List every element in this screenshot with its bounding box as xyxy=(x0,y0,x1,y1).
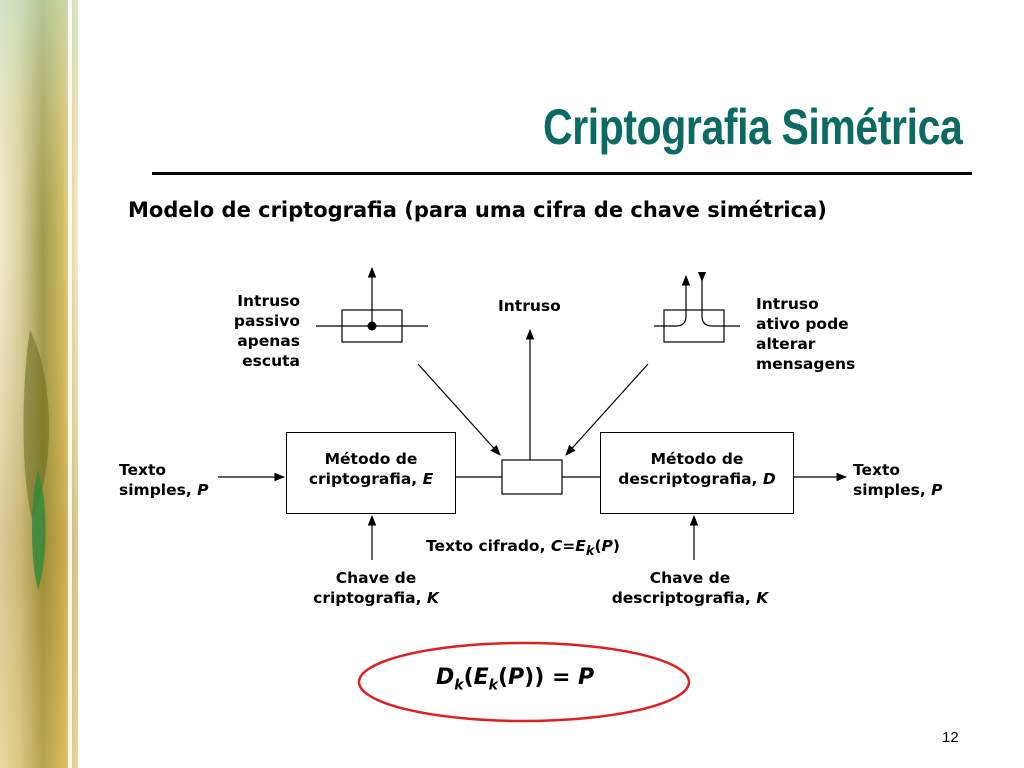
encryption-key-line-2: criptografia, xyxy=(313,589,427,607)
encryption-box-var: E xyxy=(422,470,434,488)
passive-intruder-line-2: passivo xyxy=(233,312,300,330)
active-intruder-box xyxy=(663,309,725,343)
slide-subtitle: Modelo de criptografia (para uma cifra d… xyxy=(128,198,827,222)
ciphertext-c: C xyxy=(550,537,563,555)
encryption-box-line-2: criptografia, xyxy=(308,470,423,488)
decryption-method-box: Método de descriptografia, D xyxy=(600,432,794,514)
plaintext-output-line-2: simples, xyxy=(853,481,932,499)
formula-p: P xyxy=(508,665,525,690)
passive-to-channel-arrow xyxy=(417,363,501,456)
active-intruder-line-3: alterar xyxy=(756,335,816,353)
formula-eq: = xyxy=(544,665,579,690)
ciphertext-label: Texto cifrado, C=Ek(P) xyxy=(426,536,620,562)
decryption-box-line-1: Método de xyxy=(650,450,744,468)
ciphertext-eq: = xyxy=(562,537,576,555)
plaintext-input-var: P xyxy=(197,481,209,499)
title-divider xyxy=(152,172,972,175)
active-to-channel-arrow xyxy=(565,363,649,456)
decryption-box-line-2: descriptografia, xyxy=(618,470,763,488)
plaintext-input-label: Texto simples, P xyxy=(119,460,209,500)
passive-tap-dot xyxy=(367,321,377,331)
active-in-arrowhead xyxy=(698,272,706,282)
passive-intruder-box xyxy=(341,309,403,343)
formula-open2: ( xyxy=(497,665,509,690)
encryption-method-box: Método de criptografia, E xyxy=(286,432,456,514)
active-intruder-line-1: Intruso xyxy=(756,295,819,313)
decryption-key-line-2: descriptografia, xyxy=(611,589,757,607)
active-in-path xyxy=(701,276,720,327)
decorative-side-band xyxy=(0,0,78,768)
passive-intruder-line-4: escuta xyxy=(242,352,300,370)
formula-k1: k xyxy=(454,677,464,694)
slide-title: Criptografia Simétrica xyxy=(542,99,963,155)
passive-intruder-line-1: Intruso xyxy=(237,292,300,310)
encryption-key-line-1: Chave de xyxy=(335,569,417,587)
active-intruder-label: Intruso ativo pode alterar mensagens xyxy=(756,294,855,374)
formula-e: E xyxy=(473,665,489,690)
plaintext-output-var: P xyxy=(931,481,943,499)
side-band-graphic xyxy=(0,0,78,768)
plaintext-output-line-1: Texto xyxy=(853,461,901,479)
formula-result: P xyxy=(578,665,595,690)
ciphertext-prefix: Texto cifrado, xyxy=(426,537,551,555)
ciphertext-p: P xyxy=(601,537,613,555)
active-intruder-line-2: ativo pode xyxy=(756,315,849,333)
encryption-key-var: K xyxy=(426,589,439,607)
decryption-key-line-1: Chave de xyxy=(649,569,731,587)
formula-highlight-ellipse xyxy=(357,641,691,723)
decryption-identity-formula: Dk(Ek(P)) = P xyxy=(436,665,594,693)
formula-k2: k xyxy=(488,677,498,694)
plaintext-input-line-1: Texto xyxy=(119,461,167,479)
ciphertext-e: E xyxy=(575,537,586,555)
plaintext-output-label: Texto simples, P xyxy=(853,460,943,500)
formula-open1: ( xyxy=(463,665,474,690)
encryption-box-line-1: Método de xyxy=(324,450,418,468)
decryption-key-label: Chave de descriptografia, K xyxy=(598,568,782,608)
formula-d: D xyxy=(436,665,455,690)
active-intruder-line-4: mensagens xyxy=(756,355,856,373)
intruder-label: Intruso xyxy=(498,297,561,315)
formula-close: )) xyxy=(524,665,545,690)
page-number: 12 xyxy=(942,729,959,746)
decryption-key-var: K xyxy=(756,589,769,607)
active-out-arrow xyxy=(675,274,691,327)
plaintext-input-line-2: simples, xyxy=(119,481,198,499)
encryption-key-label: Chave de criptografia, K xyxy=(296,568,456,608)
passive-intruder-label: Intruso passivo apenas escuta xyxy=(220,291,300,371)
channel-box xyxy=(501,459,563,495)
passive-intruder-line-3: apenas xyxy=(237,332,300,350)
ciphertext-close: ) xyxy=(612,537,620,555)
ciphertext-open: ( xyxy=(594,537,602,555)
ciphertext-k: k xyxy=(585,544,595,560)
decryption-box-var: D xyxy=(762,470,776,488)
